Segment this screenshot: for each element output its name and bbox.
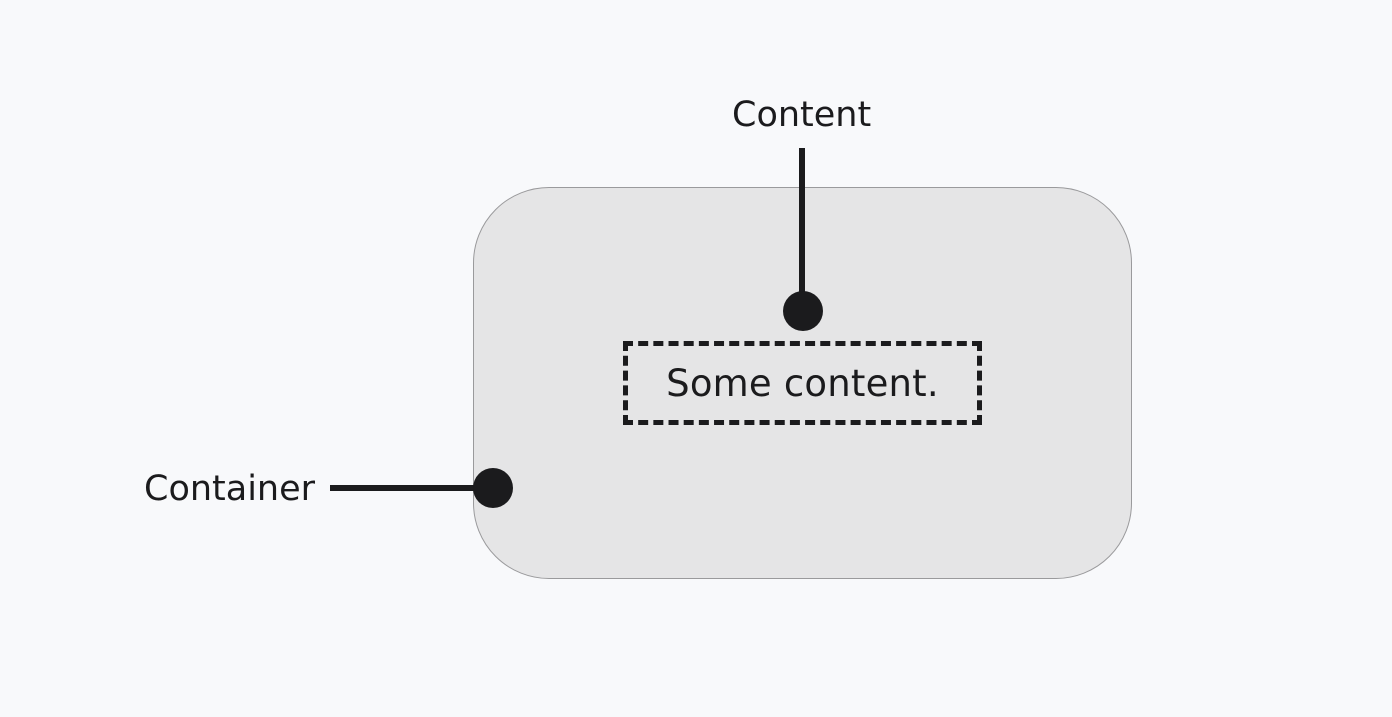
content-box: Some content. — [623, 341, 982, 425]
container-leader-line — [330, 485, 493, 491]
content-anchor-dot — [783, 291, 823, 331]
content-callout-label: Content — [732, 95, 872, 135]
content-text: Some content. — [666, 361, 939, 405]
container-callout-label: Container — [144, 469, 316, 509]
content-leader-line — [799, 148, 805, 310]
container-anchor-dot — [473, 468, 513, 508]
